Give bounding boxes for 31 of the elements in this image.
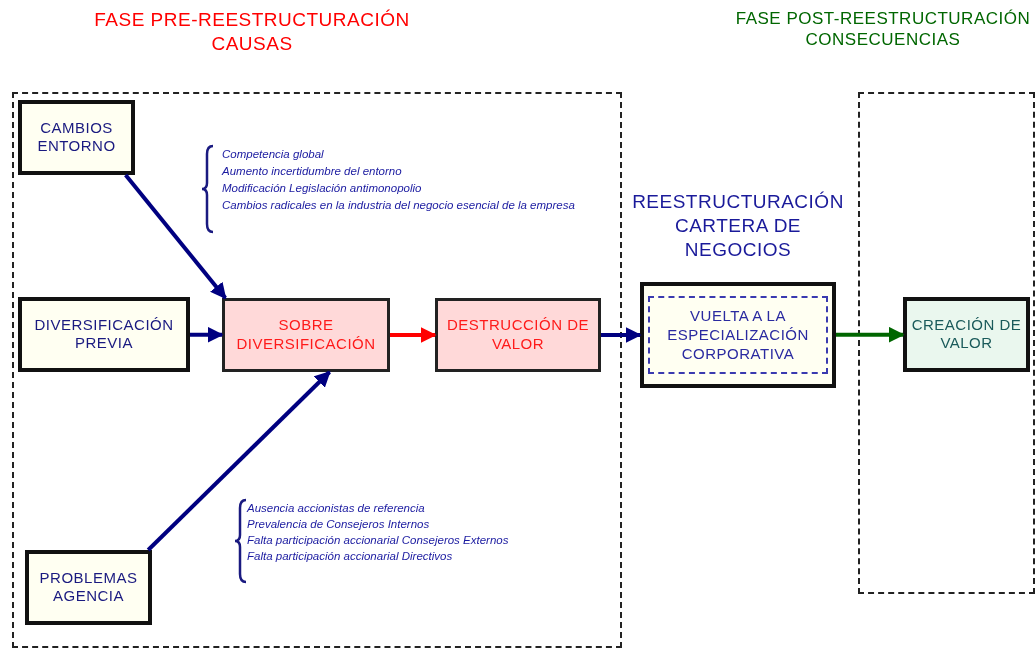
heading: FASE PRE-REESTRUCTURACIÓN CAUSAS — [93, 8, 411, 56]
bullet-text: Ausencia accionistas de referencia — [247, 502, 425, 514]
bullet-text: Falta participación accionarial Consejeros Externos — [247, 534, 509, 546]
strategy-box — [648, 296, 828, 374]
heading: REESTRUCTURACIÓN CARTERA DE NEGOCIOS — [631, 190, 845, 262]
arrow — [390, 327, 437, 343]
heading: FASE POST-REESTRUCTURACIÓN CONSECUENCIAS — [734, 8, 1032, 51]
arrow — [836, 326, 905, 343]
box-label: SOBRE DIVERSIFICACIÓN — [235, 316, 377, 354]
process-box — [435, 298, 601, 372]
bullet-text: Cambios radicales en la industria del negocio esencial de la empresa — [222, 199, 576, 211]
box-label: VUELTA A LA ESPECIALIZACIÓN CORPORATIVA — [666, 306, 810, 364]
arrow — [190, 326, 224, 343]
arrow — [146, 370, 331, 552]
box-label: PROBLEMAS AGENCIA — [38, 568, 139, 607]
box-label: CAMBIOS ENTORNO — [36, 118, 117, 157]
cause-box — [18, 100, 135, 175]
bullet-text: Competencia global — [222, 148, 324, 160]
cause-box — [18, 297, 190, 372]
bullet-text: Modificación Legislación antimonopolio — [222, 182, 422, 194]
result-box — [903, 297, 1030, 372]
box-label: CREACIÓN DE VALOR — [910, 315, 1023, 354]
box-label: DIVERSIFICACIÓN PREVIA — [33, 315, 175, 354]
arrow — [601, 327, 642, 343]
box-label: DESTRUCCIÓN DE VALOR — [446, 316, 590, 354]
bullet-text: Prevalencia de Consejeros Internos — [247, 518, 430, 530]
process-box — [222, 298, 390, 372]
arrow — [124, 173, 227, 300]
bullet-text: Falta participación accionarial Directivos — [247, 550, 453, 562]
bullet-text: Aumento incertidumbre del entorno — [222, 165, 402, 177]
cause-box — [25, 550, 152, 625]
